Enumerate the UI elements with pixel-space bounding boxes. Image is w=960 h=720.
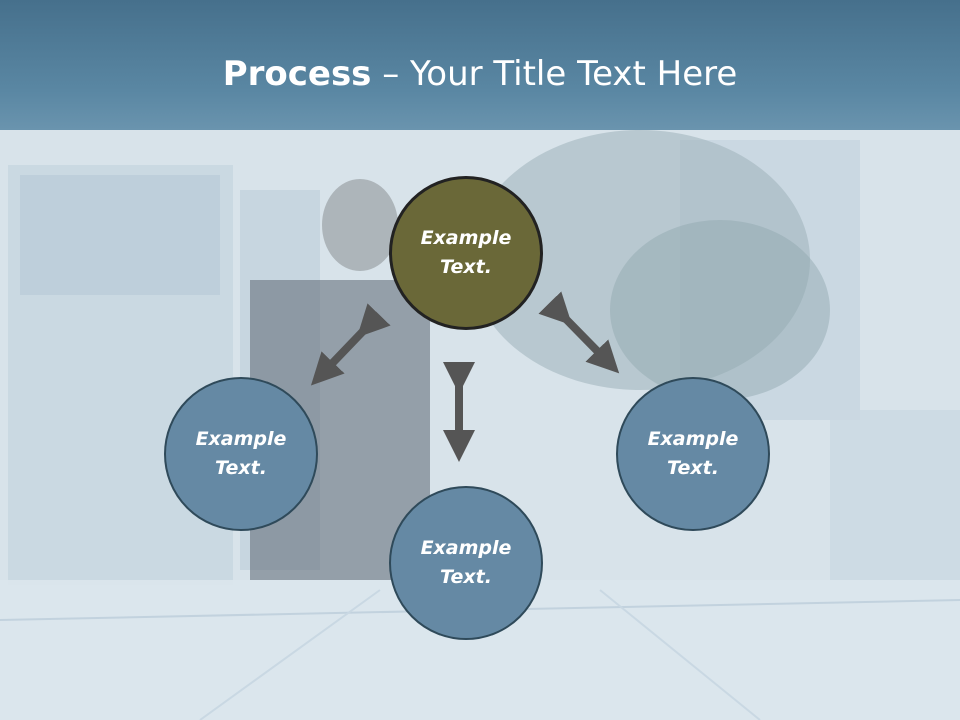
title-rest: – Your Title Text Here <box>371 54 738 94</box>
title-bold: Process <box>222 54 372 94</box>
process-node-bottom: Example Text. <box>389 486 543 640</box>
node-left-text: Example Text. <box>195 428 287 479</box>
header-band <box>0 0 960 130</box>
node-bottom-text: Example Text. <box>420 537 512 588</box>
node-top-text: Example Text. <box>420 227 512 278</box>
process-node-right: Example Text. <box>616 377 770 531</box>
process-node-top: Example Text. <box>389 176 543 330</box>
process-node-left: Example Text. <box>164 377 318 531</box>
node-right-text: Example Text. <box>647 428 739 479</box>
slide-title: Process – Your Title Text Here <box>0 52 960 96</box>
